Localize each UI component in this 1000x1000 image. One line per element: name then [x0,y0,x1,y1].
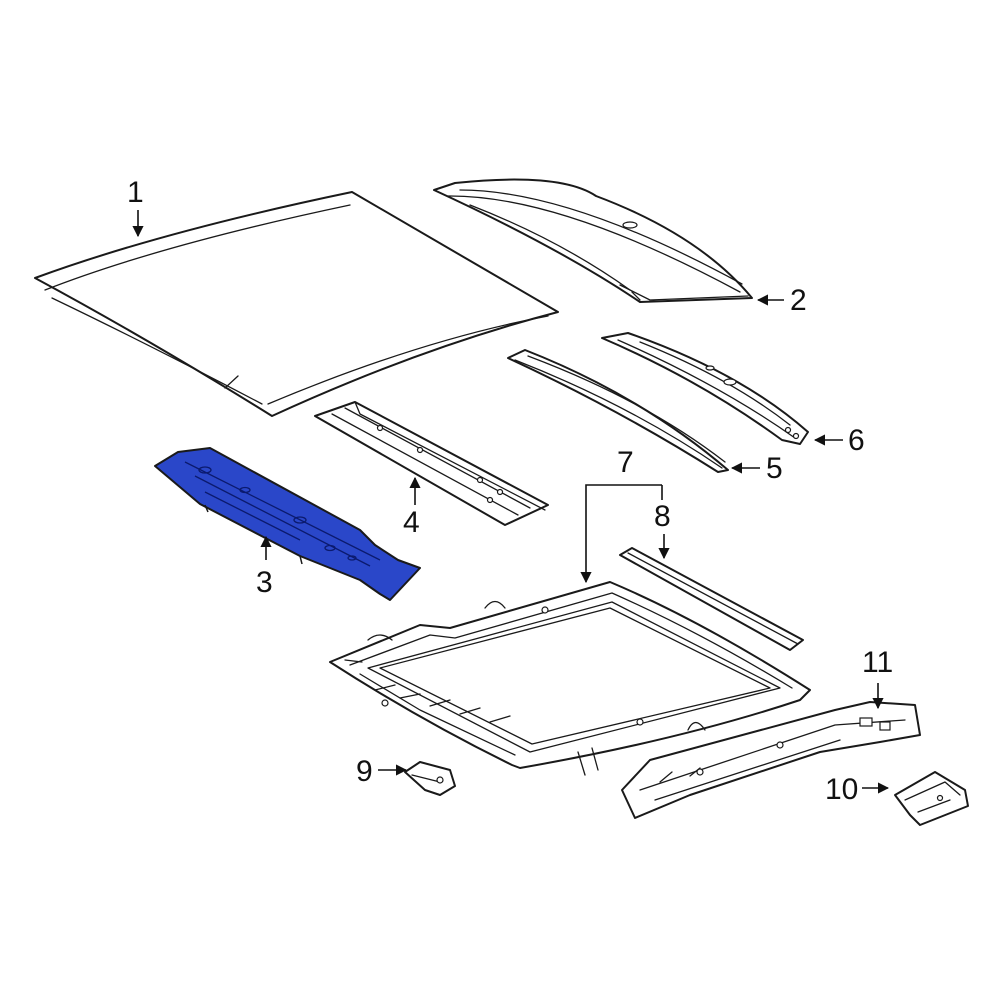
part-6-rear-header[interactable] [601,332,809,445]
part-1-roof-panel[interactable] [34,191,559,417]
part-3-front-reinforcement[interactable] [154,447,421,601]
part-9-bracket[interactable] [404,761,456,796]
part-7-sunroof-frame[interactable] [329,581,811,776]
part-2-roof-frame[interactable] [433,178,753,303]
callout-6[interactable]: 6 [848,424,865,457]
callout-1[interactable]: 1 [127,176,144,209]
callout-2[interactable]: 2 [790,284,807,317]
callout-5[interactable]: 5 [766,452,783,485]
part-5-roof-rail[interactable] [507,349,729,473]
callout-9[interactable]: 9 [356,755,373,788]
callout-10[interactable]: 10 [825,773,859,806]
callout-7[interactable]: 7 [617,446,634,479]
leader-lines [132,210,890,794]
part-4-front-header[interactable] [314,401,549,526]
callout-3[interactable]: 3 [256,566,273,599]
callout-8[interactable]: 8 [654,500,671,533]
part-10-bracket[interactable] [894,771,969,826]
part-11-side-reinforcement[interactable] [621,701,921,819]
callout-4[interactable]: 4 [403,506,420,539]
part-8-seal-strip[interactable] [619,547,804,651]
callout-11[interactable]: 11 [862,646,894,679]
